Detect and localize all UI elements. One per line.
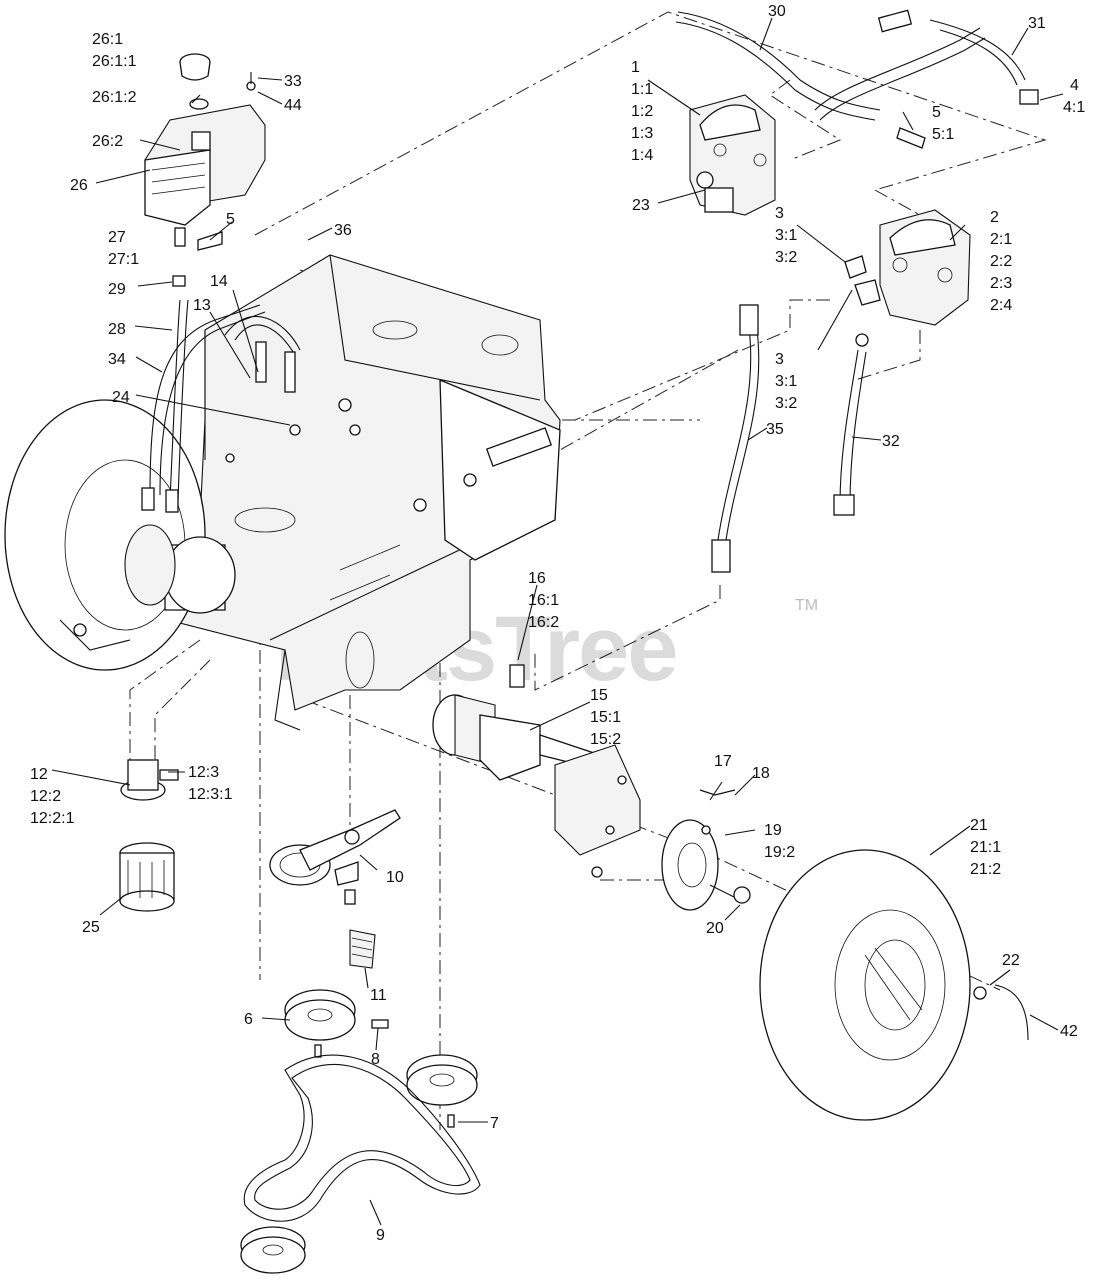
leader-lines [51,17,1064,1226]
callout-31: 31 [1028,15,1046,32]
callout-23: 23 [632,197,650,214]
callout-34: 34 [108,351,126,368]
callout-33: 33 [284,73,302,90]
callout-44: 44 [284,97,302,114]
hydraulic-hoses-right [711,304,867,573]
callout-10: 10 [386,869,404,886]
callout-42: 42 [1060,1023,1078,1040]
hydraulic-pump-1 [689,94,776,216]
callout-30: 30 [768,3,786,20]
hydraulic-hoses-top [675,9,1039,149]
watermark-trademark: TM [795,597,818,614]
callout-8: 8 [371,1051,380,1068]
callout-5-b: 5 [226,211,235,228]
callout-14: 14 [210,273,228,290]
idler-assembly [269,809,401,969]
callout-9: 9 [376,1227,385,1244]
wheel-motor [432,664,641,878]
right-wheel-assembly [661,789,1029,1121]
hydraulic-hoses-left [141,299,301,513]
callout-36: 36 [334,222,352,239]
callout-32: 32 [882,433,900,450]
filter-assembly [119,759,179,912]
hydraulic-reservoir [144,53,266,287]
callout-20: 20 [706,920,724,937]
callout-26: 26 [70,177,88,194]
pulleys-and-belt [240,989,481,1274]
callout-17: 17 [714,753,732,770]
callout-18: 18 [752,765,770,782]
callout-13: 13 [193,297,211,314]
hydraulic-pump-2 [844,209,971,347]
callout-28: 28 [108,321,126,338]
left-wheel-assembly [4,399,236,671]
callout-11: 11 [370,987,387,1004]
callout-25: 25 [82,919,100,936]
callout-7: 7 [490,1115,499,1132]
callout-29: 29 [108,281,126,298]
callout-6: 6 [244,1011,253,1028]
callout-22: 22 [1002,952,1020,969]
callout-26-2: 26:2 [92,133,123,150]
callout-26-1-2: 26:1:2 [92,89,137,106]
callout-24: 24 [112,389,130,406]
callout-35: 35 [766,421,784,438]
